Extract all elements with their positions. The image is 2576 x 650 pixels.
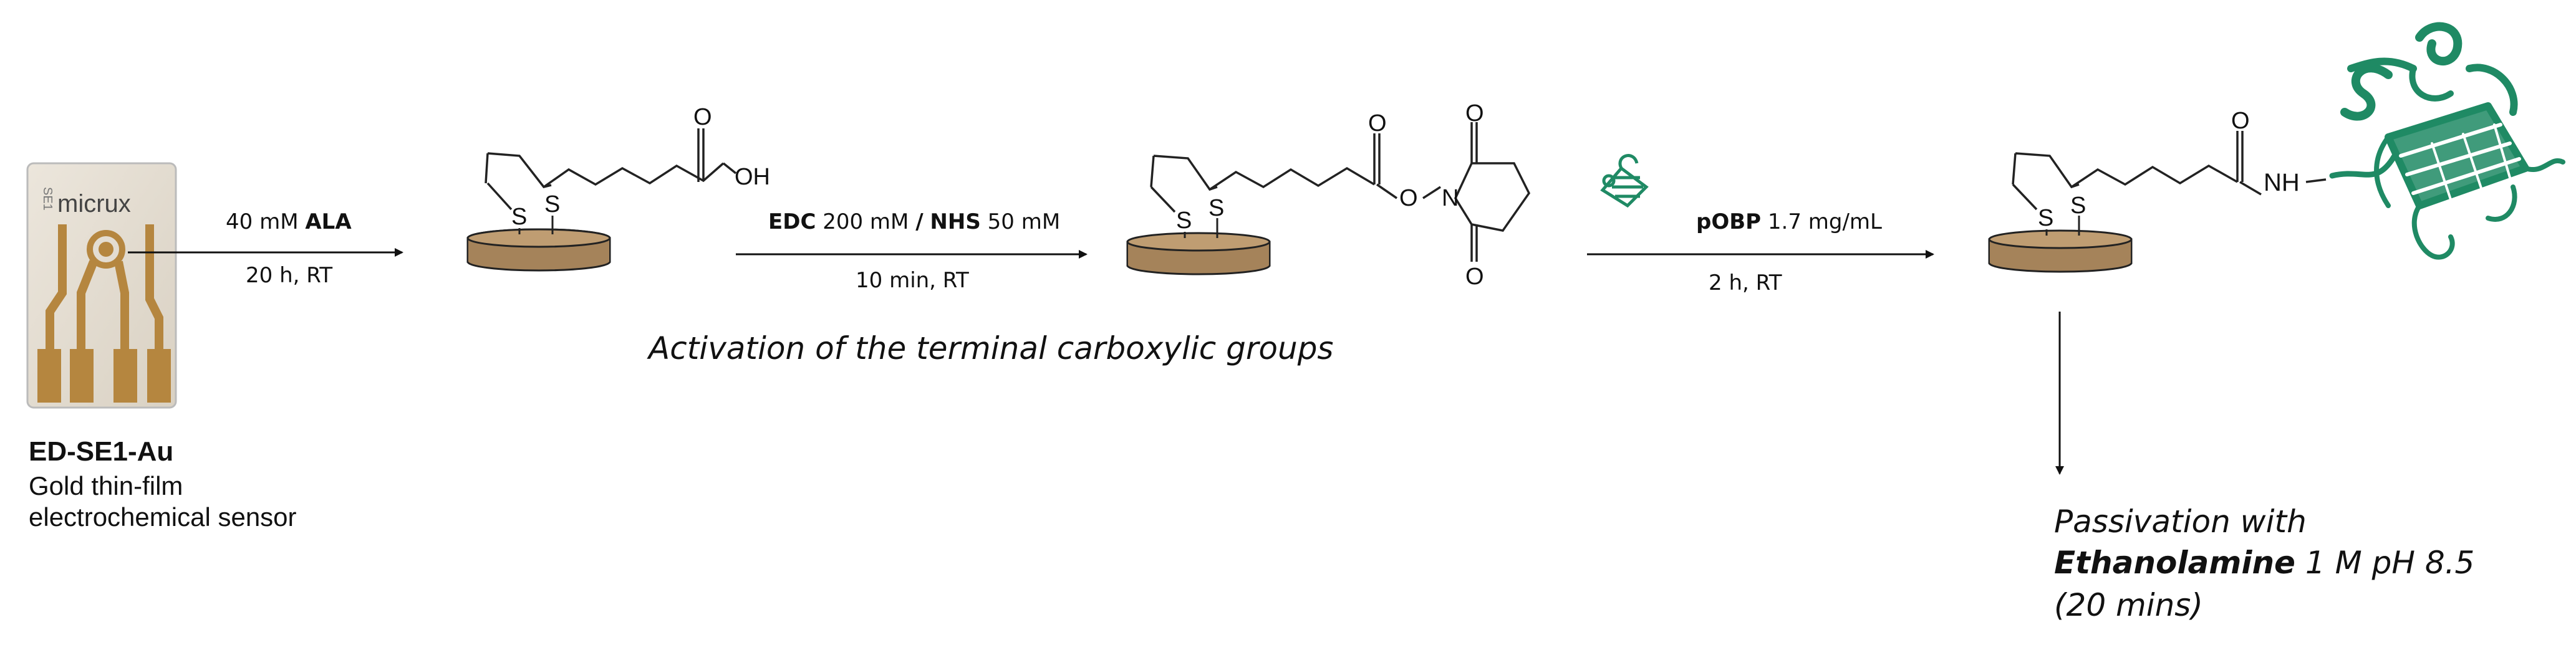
chip-brand-label: micrux bbox=[57, 190, 131, 217]
oxygen-label: O bbox=[1465, 100, 1484, 127]
sensor-chip: micrux SE1 bbox=[26, 162, 177, 409]
sulfur-label: S bbox=[544, 191, 560, 217]
amide-nh-label: NH bbox=[2264, 169, 2300, 196]
gold-disc-2 bbox=[1126, 232, 1271, 275]
passivation-line3: (20 mins) bbox=[2054, 587, 2203, 623]
protein-icon bbox=[1600, 154, 1649, 208]
step1-conditions: 20 h, RT bbox=[246, 263, 333, 288]
reagent-name: EDC bbox=[768, 209, 816, 234]
step3-conditions: 2 h, RT bbox=[1709, 270, 1782, 295]
passivation-line2: Ethanolamine 1 M pH 8.5 bbox=[2054, 545, 2475, 581]
hydroxyl-label: OH bbox=[735, 164, 770, 190]
sulfur-label: S bbox=[2070, 193, 2086, 219]
oxygen-label: O bbox=[1399, 185, 1418, 211]
step2-conditions: 10 min, RT bbox=[856, 268, 969, 293]
oxygen-label: O bbox=[1368, 110, 1387, 136]
step3-reagent: pOBP 1.7 mg/mL bbox=[1696, 209, 1882, 234]
sulfur-label: S bbox=[1176, 208, 1192, 234]
reagent-name: pOBP bbox=[1696, 209, 1762, 234]
reagent-name: NHS bbox=[930, 209, 981, 234]
sulfur-label: S bbox=[1208, 195, 1224, 221]
gold-disc-3 bbox=[1988, 229, 2133, 273]
step1-reagent: 40 mM ALA bbox=[226, 209, 352, 234]
passivation-reagent: Ethanolamine bbox=[2054, 545, 2295, 581]
oxygen-label: O bbox=[693, 104, 712, 130]
passivation-line1: Passivation with bbox=[2054, 504, 2307, 540]
activation-caption: Activation of the terminal carboxylic gr… bbox=[649, 330, 1334, 366]
conjugate-structure bbox=[2012, 131, 2327, 196]
reagent-name: ALA bbox=[305, 209, 352, 234]
nitrogen-label: N bbox=[1442, 185, 1459, 211]
ala-structure bbox=[485, 128, 737, 188]
sensor-name: ED-SE1-Au bbox=[29, 436, 174, 467]
nhs-ester-structure bbox=[1150, 122, 1531, 262]
oxygen-label: O bbox=[2231, 108, 2250, 134]
gold-disc-1 bbox=[466, 228, 611, 272]
pobp-protein-icon bbox=[2329, 22, 2565, 260]
sulfur-label: S bbox=[2038, 205, 2053, 231]
chip-side-label: SE1 bbox=[41, 187, 54, 211]
sulfur-label: S bbox=[511, 204, 527, 230]
sensor-description-line1: Gold thin-film bbox=[29, 471, 183, 500]
step2-reagent: EDC 200 mM / NHS 50 mM bbox=[768, 209, 1061, 234]
oxygen-label: O bbox=[1465, 264, 1484, 290]
sensor-description-line2: electrochemical sensor bbox=[29, 502, 297, 532]
